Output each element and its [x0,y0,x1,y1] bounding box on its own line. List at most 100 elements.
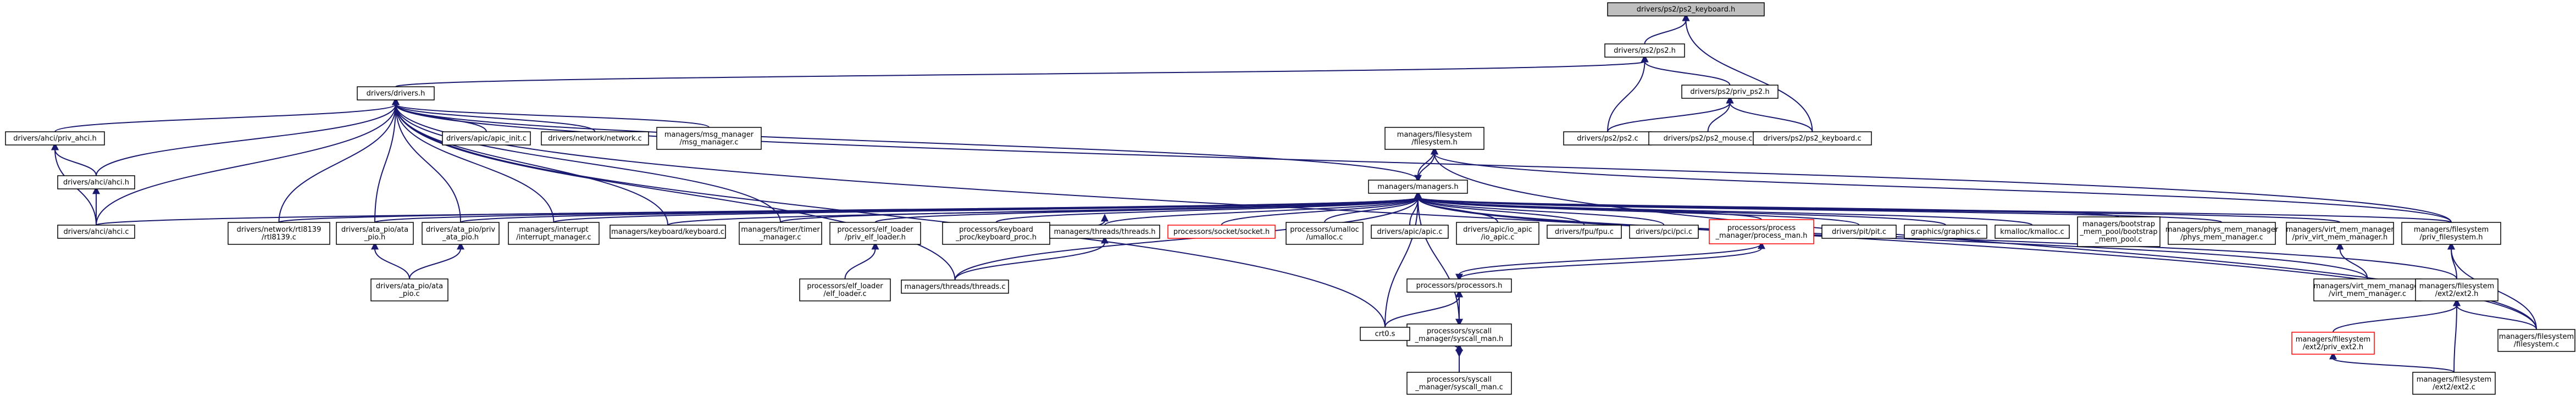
file-node[interactable]: crt0.s [1360,327,1410,341]
file-node[interactable]: drivers/network/rtl8139/rtl8139.c [228,222,330,245]
file-node-box [1456,222,1539,245]
file-node-box [1406,323,1512,346]
file-node-label: /msg_manager.c [679,138,738,147]
dependency-edge [1414,191,1460,325]
file-node-label: _proc/keyboard_proc.h [955,233,1037,242]
file-node[interactable]: managers/bootstrap_mem_pool/bootstrap_me… [2077,216,2160,247]
file-node[interactable]: processors/syscall_manager/syscall_man.c [1406,372,1512,395]
file-node-box [799,278,891,301]
file-node[interactable]: drivers/ps2/ps2.c [1563,131,1652,146]
file-node-label: /priv_filesystem.h [2420,233,2483,242]
file-node[interactable]: processors/elf_loader/priv_elf_loader.h [829,222,921,245]
file-node[interactable]: processors/socket/socket.h [1167,225,1276,239]
file-node[interactable]: drivers/ps2/priv_ps2.h [1681,85,1779,99]
file-node-label: _mem_pool.c [2095,236,2142,244]
file-node[interactable]: drivers/ahci/priv_ahci.h [5,131,105,146]
file-node[interactable]: managers/msg_manager/msg_manager.c [656,127,762,150]
file-node-box [1368,180,1468,194]
file-node-label: graphics/graphics.c [1911,228,1981,236]
file-node-label: drivers/ata_pio/ata [376,282,443,290]
file-node-label: managers/managers.h [1377,183,1458,191]
file-node[interactable]: drivers/ps2/ps2_keyboard.c [1753,131,1872,146]
dependency-edge [392,97,956,281]
node-layer: drivers/ps2/ps2_keyboard.h drivers/ps2/ps… [5,2,2575,395]
dependency-edge [2336,242,2368,279]
file-node-label: /io_apic.c [1481,233,1515,242]
file-node-label: processors/syscall [1427,376,1492,384]
dependency-edge [2333,298,2461,333]
file-node-box [2497,329,2575,352]
file-node[interactable]: drivers/ahci/ahci.h [57,175,135,189]
file-node-label: managers/filesystem [2499,333,2574,341]
file-node[interactable]: processors/elf_loader/elf_loader.c [799,278,891,301]
file-node-label: /rtl8139.c [262,233,296,242]
dependency-edge [1644,13,1690,44]
file-node[interactable]: drivers/ata_pio/ata_pio.h [336,222,414,245]
file-node-box [1995,225,2070,239]
file-node-box [57,225,135,239]
file-node-box [901,279,1009,294]
file-node[interactable]: drivers/ata_pio/priv_ata_pio.h [422,222,500,245]
file-node-label: drivers/ahci/ahci.h [63,178,129,187]
dependency-edge [1414,191,1665,226]
file-node[interactable]: managers/threads/threads.h [1049,225,1160,239]
file-node[interactable]: managers/managers.h [1368,180,1468,194]
dependency-edge [278,191,1422,223]
file-node[interactable]: drivers/apic/io_apic/io_apic.c [1456,222,1539,245]
file-node[interactable]: processors/syscall_manager/syscall_man.h [1406,323,1512,346]
file-node[interactable]: processors/keyboard_proc/keyboard_proc.h [942,222,1050,245]
file-node-box [2291,332,2375,355]
file-node-label: managers/threads/threads.c [904,283,1005,291]
file-node-label: crt0.s [1375,330,1395,338]
file-node-box [1648,131,1768,146]
file-node[interactable]: drivers/drivers.h [357,86,435,100]
file-node[interactable]: managers/virt_mem_manager/priv_virt_mem_… [2286,222,2394,245]
file-node[interactable]: drivers/apic/apic_init.c [442,131,531,146]
file-node-label: /elf_loader.c [823,290,866,298]
file-node-box [2313,278,2422,301]
dependency-edge [1104,191,1422,226]
file-node[interactable]: processors/processors.h [1406,278,1512,293]
file-node[interactable]: managers/filesystem/priv_filesystem.h [2401,222,2501,245]
file-node[interactable]: drivers/ahci/ahci.c [57,225,135,239]
file-node[interactable]: drivers/apic/apic.c [1371,225,1449,239]
file-node[interactable]: drivers/ps2/ps2_mouse.c [1648,131,1768,146]
file-node-label: drivers/ata_pio/ata [341,226,408,234]
file-node[interactable]: drivers/pit/pit.c [1821,225,1897,239]
file-node[interactable]: managers/virt_mem_manager/virt_mem_manag… [2313,278,2422,301]
file-node[interactable]: kmalloc/kmalloc.c [1995,225,2070,239]
dependency-edge [371,242,410,279]
file-node-label: drivers/pit/pit.c [1832,228,1886,236]
file-node[interactable]: managers/filesystem/ext2/priv_ext2.h [2291,332,2375,355]
file-node[interactable]: drivers/ata_pio/ata_pio.c [370,278,448,301]
file-node-label: processors/processors.h [1416,282,1503,290]
file-node-label: managers/filesystem [1397,131,1472,139]
file-node[interactable]: graphics/graphics.c [1904,225,1987,239]
file-node-box [1049,225,1160,239]
file-node[interactable]: managers/interrupt/interrupt_manager.c [508,222,600,245]
dependency-edge [54,97,400,132]
dependency-edge [1607,54,1649,132]
file-node[interactable]: drivers/fpu/fpu.c [1547,225,1622,239]
file-node[interactable]: managers/filesystem/ext2/ext2.c [2412,372,2496,395]
file-node[interactable]: drivers/network/network.c [541,131,649,146]
file-node-box [5,131,105,146]
file-node-label: drivers/ahci/priv_ahci.h [13,135,96,143]
file-node[interactable]: managers/filesystem/filesystem.h [1384,127,1484,150]
dependency-edge [392,97,668,226]
file-node-label: /ext2/priv_ext2.h [2303,343,2363,351]
file-node[interactable]: drivers/ps2/ps2.h [1604,43,1685,58]
file-node-label: /phys_mem_manager.c [2180,233,2263,242]
file-node-box [1286,222,1364,245]
file-node[interactable]: managers/filesystem/ext2/ext2.h [2415,278,2499,301]
file-node[interactable]: drivers/pci/pci.c [1629,225,1699,239]
file-node[interactable]: managers/timer/timer_manager.c [739,222,822,245]
file-node[interactable]: processors/process_manager/process_man.h [1709,219,1814,244]
file-node[interactable]: managers/keyboard/keyboard.c [610,225,726,239]
file-node[interactable]: processors/umalloc/umalloc.c [1286,222,1364,245]
file-node[interactable]: managers/filesystem/filesystem.c [2497,329,2575,352]
file-node[interactable]: managers/phys_mem_manager/phys_mem_manag… [2165,222,2279,245]
file-node[interactable]: drivers/ps2/ps2_keyboard.h [1607,2,1765,16]
file-node[interactable]: managers/threads/threads.c [901,279,1009,294]
file-node-label: /interrupt_manager.c [516,233,591,242]
